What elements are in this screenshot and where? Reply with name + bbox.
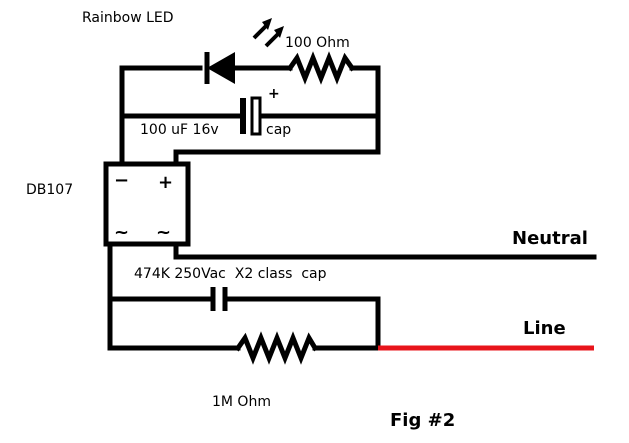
neutral-label: Neutral — [512, 228, 588, 249]
led-symbol — [204, 18, 284, 84]
bridge-plus: + — [158, 172, 173, 193]
wire-x2-right — [225, 296, 381, 351]
cap-plate-right — [250, 96, 262, 136]
wire-plus-to-top — [173, 149, 381, 167]
x2-cap-label: 474K 250Vac X2 class cap — [134, 266, 327, 282]
bridge-label: DB107 — [26, 182, 73, 198]
resistor-1m-ohm — [234, 331, 319, 365]
cap-polarity-plus: + — [268, 86, 280, 102]
wire-top-left-vertical — [119, 65, 203, 163]
resistor-bottom-label: 1M Ohm — [212, 394, 271, 410]
bridge-minus: − — [114, 170, 129, 191]
resistor-top-label: 100 Ohm — [285, 35, 350, 51]
line-label: Line — [523, 318, 566, 339]
cap-value-label: 100 uF 16v — [140, 122, 219, 138]
wire-bottom-left — [107, 241, 241, 351]
cap-word-label: cap — [266, 122, 291, 138]
wire-top-right — [349, 65, 381, 155]
wire-neutral — [173, 241, 597, 260]
bridge-rectifier-box — [103, 161, 191, 247]
bridge-ac-left: ~ — [114, 222, 129, 243]
fig-label: Fig #2 — [390, 410, 455, 431]
resistor-100-ohm — [286, 51, 356, 85]
bridge-ac-right: ~ — [156, 222, 171, 243]
led-label: Rainbow LED — [82, 10, 174, 26]
